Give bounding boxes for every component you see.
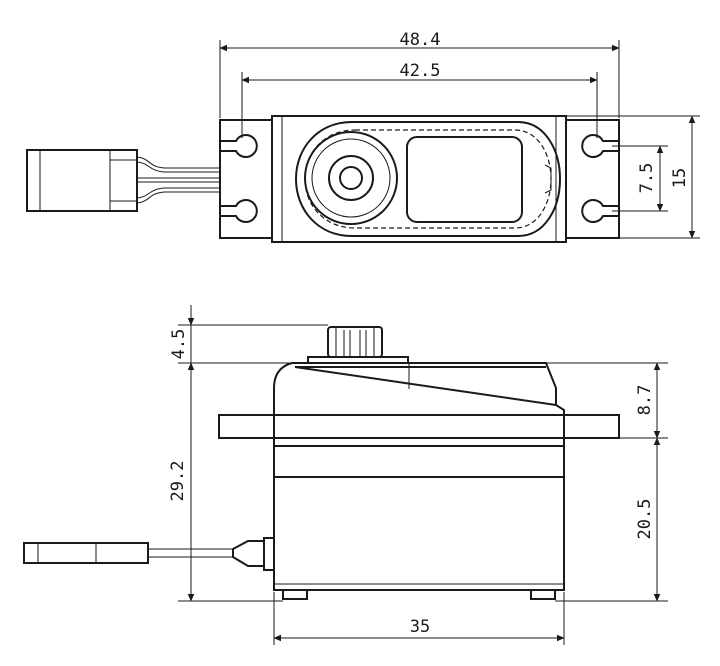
dim-body-width: 15 (566, 116, 700, 238)
side-mounting-flange (218, 414, 620, 439)
side-view: 4.5 29.2 8.7 20.5 35 (23, 305, 668, 645)
dim-label-15: 15 (670, 168, 690, 188)
dim-hole-spacing-vertical: 7.5 (612, 146, 668, 211)
dim-label-4-5: 4.5 (169, 329, 189, 360)
top-right-mounting-ear (565, 119, 620, 239)
side-lower-case (273, 437, 565, 591)
side-connector-lead (23, 537, 275, 571)
dim-label-29-2: 29.2 (168, 461, 188, 502)
top-wire-bundle (136, 156, 220, 204)
top-connector-plug (26, 149, 138, 212)
dim-label-42-5: 42.5 (400, 61, 441, 81)
dim-lower-case-height: 20.5 (555, 438, 668, 601)
side-output-shaft (307, 326, 409, 364)
top-left-mounting-ear (219, 119, 273, 239)
top-view: 48.4 42.5 7.5 15 (26, 30, 700, 243)
side-upper-case (273, 362, 565, 416)
dim-label-7-5: 7.5 (637, 163, 657, 194)
dim-label-48-4: 48.4 (400, 30, 441, 50)
dim-label-35: 35 (410, 617, 430, 637)
dim-mount-hole-spacing: 42.5 (242, 61, 597, 138)
dim-total-height: 29.2 (168, 363, 283, 601)
dim-label-20-5: 20.5 (635, 499, 655, 540)
side-feet (282, 589, 556, 600)
dim-output-shaft-height: 4.5 (169, 305, 328, 364)
dim-overall-width: 48.4 (220, 30, 619, 118)
dim-label-8-7: 8.7 (635, 385, 655, 416)
dim-body-length: 35 (274, 592, 564, 645)
top-case-body (271, 115, 567, 243)
